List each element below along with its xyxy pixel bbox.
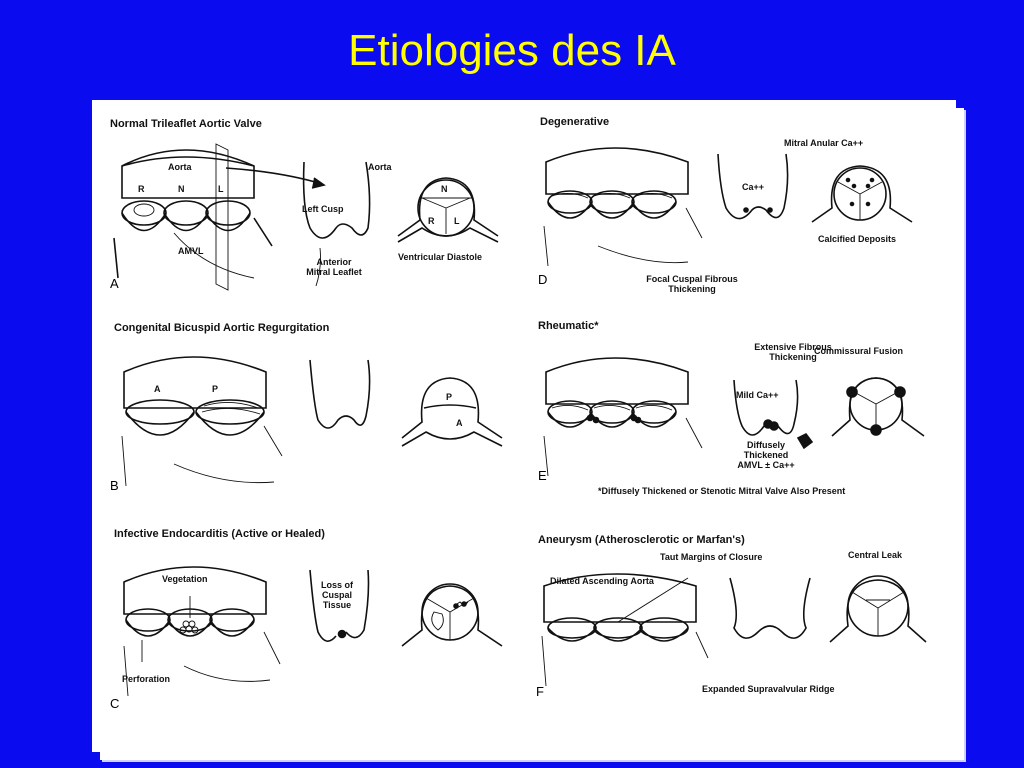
panel-e-fused-valve-drawing	[831, 377, 925, 437]
panel-e-cross-section-drawing	[733, 379, 814, 450]
label-l-closed: L	[454, 216, 460, 226]
label-central-leak: Central Leak	[848, 550, 903, 560]
label-focal-cuspal-fibrous-thickening: Focal Cuspal Fibrous Thickening	[646, 274, 738, 294]
panel-a-cross-section-drawing	[302, 161, 371, 287]
label-dilated-ascending-aorta: Dilated Ascending Aorta	[550, 576, 654, 586]
label-loss-of-cuspal-tissue: Loss of Cuspal Tissue	[320, 580, 353, 610]
label-taut-margins: Taut Margins of Closure	[660, 552, 763, 562]
panel-d-letter: D	[538, 272, 548, 287]
panel-c: Infective Endocarditis (Active or Healed…	[92, 520, 522, 740]
label-n-closed: N	[441, 184, 448, 194]
panel-e-letter: E	[538, 468, 547, 483]
panel-c-cross-section-drawing	[309, 569, 370, 642]
label-l: L	[218, 184, 224, 194]
label-calcified-deposits: Calcified Deposits	[818, 234, 897, 244]
panel-a-letter: A	[110, 276, 119, 291]
label-vegetation: Vegetation	[162, 574, 208, 584]
label-perforation: Perforation	[122, 674, 171, 684]
panel-b-title: Congenital Bicuspid Aortic Regurgitation	[114, 322, 330, 334]
panel-a-valve-closed-drawing	[397, 177, 499, 243]
label-p-closed: P	[446, 392, 453, 402]
panel-d: Degenerative Mitral Anular Ca++ Ca++ Cal…	[522, 100, 956, 300]
panel-b-letter: B	[110, 478, 119, 493]
label-mitral-anular-ca: Mitral Anular Ca++	[784, 138, 864, 148]
panel-e-aortic-root-drawing	[543, 357, 703, 477]
panel-a-title: Normal Trileaflet Aortic Valve	[110, 118, 262, 130]
panel-e-title: Rheumatic*	[538, 320, 599, 332]
panel-d-cross-section-drawing	[717, 153, 789, 220]
panel-c-aortic-root-drawing	[123, 566, 281, 697]
panel-d-aortic-root-drawing	[543, 147, 703, 267]
panel-c-letter: C	[110, 696, 120, 711]
label-aorta-2: Aorta	[368, 162, 392, 172]
panel-e: Rheumatic* Extensive Fibrous Thickening …	[522, 310, 956, 510]
panel-f-letter: F	[536, 684, 544, 699]
figure-board: Normal Trileaflet Aortic Valve Aorta R N…	[92, 100, 956, 752]
panel-d-calcified-valve-drawing	[811, 165, 913, 223]
panel-a: Normal Trileaflet Aortic Valve Aorta R N…	[92, 100, 522, 300]
label-expanded-supravalvular-ridge: Expanded Supravalvular Ridge	[702, 684, 835, 694]
label-a-closed: A	[456, 418, 463, 428]
label-a: A	[154, 384, 161, 394]
panel-b-bicuspid-valve-drawing	[401, 377, 503, 447]
panel-b: Congenital Bicuspid Aortic Regurgitation…	[92, 310, 522, 510]
panel-c-perforated-valve-drawing	[401, 583, 503, 647]
label-commissural-fusion: Commissural Fusion	[814, 346, 904, 356]
label-p: P	[212, 384, 219, 394]
label-ca: Ca++	[742, 182, 765, 192]
label-amvl: AMVL	[178, 246, 204, 256]
label-r: R	[138, 184, 145, 194]
label-n: N	[178, 184, 185, 194]
label-anterior-mitral-leaflet: Anterior Mitral Leaflet	[306, 257, 362, 277]
panel-f-title: Aneurysm (Atherosclerotic or Marfan's)	[538, 534, 745, 546]
panel-b-cross-section-drawing	[309, 359, 371, 429]
arrow-to-cross-section	[225, 167, 326, 189]
label-extensive-fibrous-thickening: Extensive Fibrous Thickening	[754, 342, 832, 362]
panel-f: Aneurysm (Atherosclerotic or Marfan's) T…	[522, 520, 956, 740]
label-mild-ca: Mild Ca++	[736, 390, 779, 400]
panel-f-aortic-root-drawing	[541, 573, 709, 687]
panel-d-title: Degenerative	[540, 116, 610, 128]
label-aorta: Aorta	[168, 162, 192, 172]
panel-f-cross-section-drawing	[729, 577, 811, 639]
label-r-closed: R	[428, 216, 435, 226]
label-diffusely-thickened-amvl: Diffusely Thickened AMVL ± Ca++	[737, 440, 795, 470]
panel-a-aortic-root-drawing	[113, 143, 273, 291]
panel-c-title: Infective Endocarditis (Active or Healed…	[114, 528, 325, 540]
panel-b-aortic-root-drawing	[121, 356, 283, 487]
label-rheumatic-footnote: *Diffusely Thickened or Stenotic Mitral …	[598, 486, 846, 496]
label-left-cusp: Left Cusp	[302, 204, 344, 214]
slide-title: Etiologies des IA	[348, 26, 676, 75]
panel-f-leaking-valve-drawing	[829, 575, 927, 643]
label-ventricular-diastole: Ventricular Diastole	[398, 252, 483, 262]
